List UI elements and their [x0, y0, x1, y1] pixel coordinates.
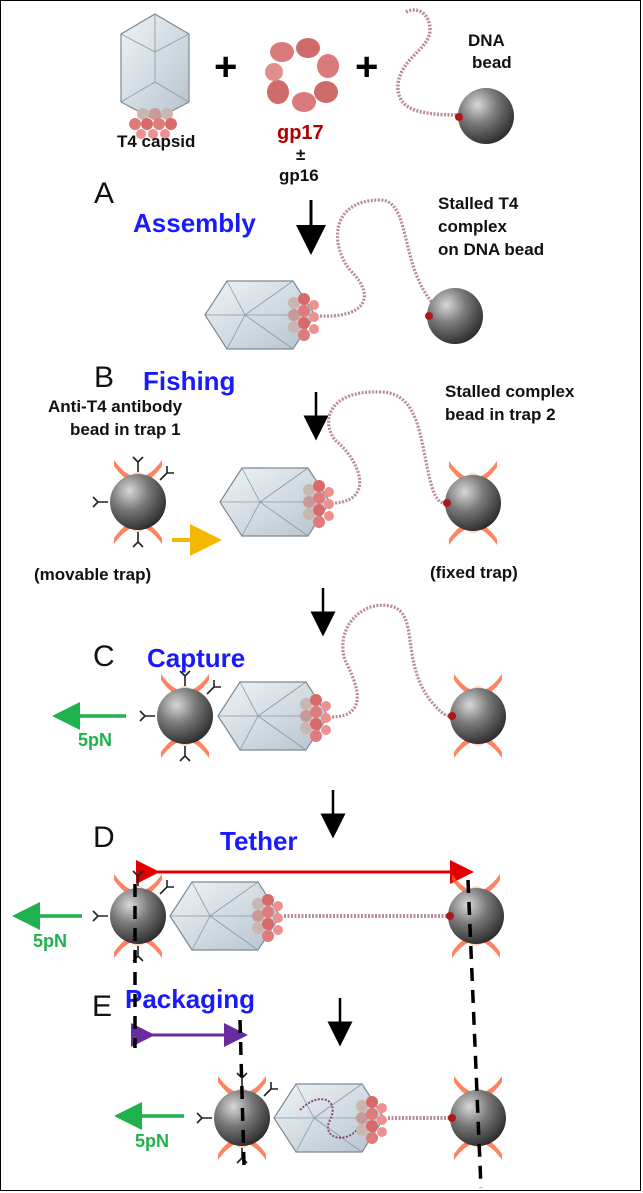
stage-packaging: Packaging — [125, 984, 255, 1014]
dna-bead-label-1: DNA — [468, 31, 505, 50]
captured-complex-c — [139, 603, 506, 762]
gp17-ring — [265, 38, 339, 112]
force-label-d: 5pN — [33, 931, 67, 951]
movable-trap-label: (movable trap) — [34, 565, 151, 584]
capsid-top — [120, 13, 190, 139]
plus-sign-2: + — [355, 45, 378, 89]
stalled-complex-a — [204, 198, 483, 350]
gp16-label: gp16 — [279, 166, 319, 185]
reference-line-packaged — [238, 1019, 246, 1166]
step-letter-c: C — [93, 640, 115, 673]
stage-b-left-1: Anti-T4 antibody — [48, 397, 183, 416]
tethered-complex-d — [92, 870, 504, 962]
plus-sign-1: + — [214, 45, 237, 89]
stage-a-note-1: Stalled T4 — [438, 194, 519, 213]
stage-fishing: Fishing — [143, 366, 235, 396]
step-letter-d: D — [93, 821, 115, 854]
gp17-label: gp17 — [277, 122, 324, 144]
reference-line-right — [466, 879, 483, 1189]
step-letter-b: B — [94, 361, 114, 394]
dna-bead-label-2: bead — [472, 53, 512, 72]
stage-b-right-1: Stalled complex — [445, 382, 575, 401]
packaging-complex-e — [196, 1072, 506, 1164]
stage-b-left-2: bead in trap 1 — [70, 420, 181, 439]
stage-capture: Capture — [147, 643, 245, 673]
stalled-complex-b — [219, 390, 501, 545]
stage-assembly: Assembly — [133, 208, 256, 238]
step-letter-e: E — [92, 990, 112, 1023]
capsid-label: T4 capsid — [117, 132, 195, 151]
stage-b-right-2: bead in trap 2 — [445, 405, 556, 424]
pm-sign: ± — [296, 145, 305, 164]
stage-tether: Tether — [220, 826, 298, 856]
antibody-bead-b — [92, 456, 175, 548]
force-label-c: 5pN — [78, 730, 112, 750]
dna-strand — [396, 8, 461, 117]
stage-a-note-3: on DNA bead — [438, 240, 544, 259]
force-label-e: 5pN — [135, 1131, 169, 1151]
dna-bead-top — [396, 8, 514, 144]
fixed-trap-label: (fixed trap) — [430, 563, 518, 582]
stage-a-note-2: complex — [438, 217, 508, 236]
step-letter-a: A — [94, 177, 114, 210]
